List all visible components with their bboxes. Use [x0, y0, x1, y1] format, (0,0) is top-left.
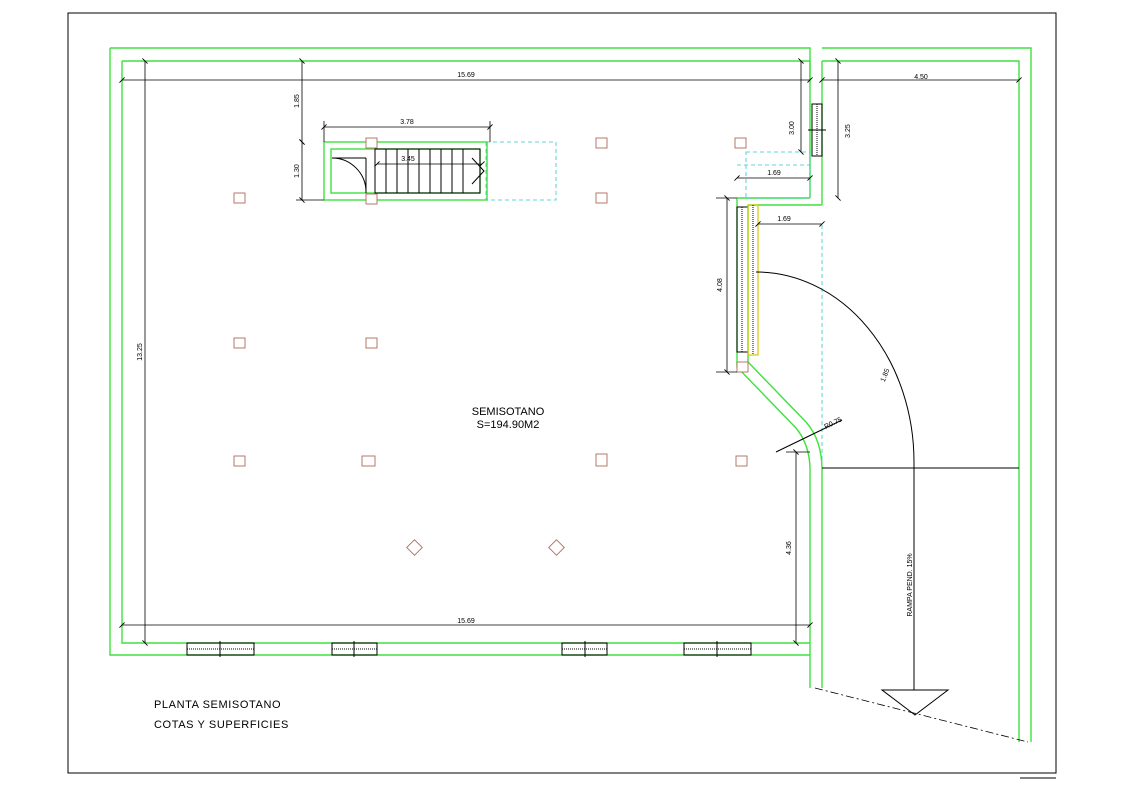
dim-right-height: 3.25: [845, 124, 852, 138]
void-outline: [485, 141, 811, 201]
dim-stair-run: 3.45: [401, 156, 415, 163]
dim-radius-large: 1.85: [880, 368, 892, 383]
shaft-window: [808, 103, 826, 157]
ramp-slope-label: RAMPA PEND. 15%: [907, 553, 914, 616]
dim-stair-height: 1.30: [294, 164, 301, 178]
ramp-direction-arrow: [880, 689, 950, 716]
dim-left-height: 13.25: [137, 343, 144, 361]
stair-treads: [385, 149, 464, 193]
ramp-turn-arc: [755, 271, 915, 690]
dim-stair-offset: 1.85: [294, 94, 301, 108]
dimension-lines: [119, 58, 1022, 646]
dim-ramp-wall-width: 1.69: [777, 216, 791, 223]
sheet-frame: [67, 12, 1057, 774]
dim-bottom-width: 15.69: [457, 618, 475, 625]
ramp-side-wall: [736, 204, 759, 373]
dim-shaft-width: 1.69: [767, 170, 781, 177]
drawing-subtitle: COTAS Y SUPERFICIES: [154, 719, 289, 731]
dimension-labels: 15.69 15.69 4.50 13.25 1.85 1.30 3.78 3.…: [137, 72, 928, 625]
dim-radius-small: R0.75: [823, 416, 843, 431]
ramp-area-walls: [736, 47, 1032, 743]
columns: [233, 137, 748, 556]
bottom-window-openings: [186, 641, 752, 657]
stair-door-swing: [331, 157, 367, 193]
dim-stair-length: 3.78: [400, 119, 414, 126]
radius-leader: [775, 419, 843, 453]
dim-right-width: 4.50: [914, 74, 928, 81]
main-room-walls: [109, 47, 823, 656]
dim-lower-height: 4.36: [786, 541, 793, 555]
ramp-end-dashed: [814, 687, 1029, 743]
room-name: SEMISOTANO: [472, 406, 545, 418]
staircase: [323, 137, 488, 205]
dim-ramp-wall-height: 4.08: [717, 278, 724, 292]
room-area: S=194.90M2: [477, 419, 540, 431]
dim-top-width: 15.69: [457, 72, 475, 79]
dim-shaft-height: 3.00: [789, 121, 796, 135]
drawing-title: PLANTA SEMISOTANO: [154, 699, 281, 711]
